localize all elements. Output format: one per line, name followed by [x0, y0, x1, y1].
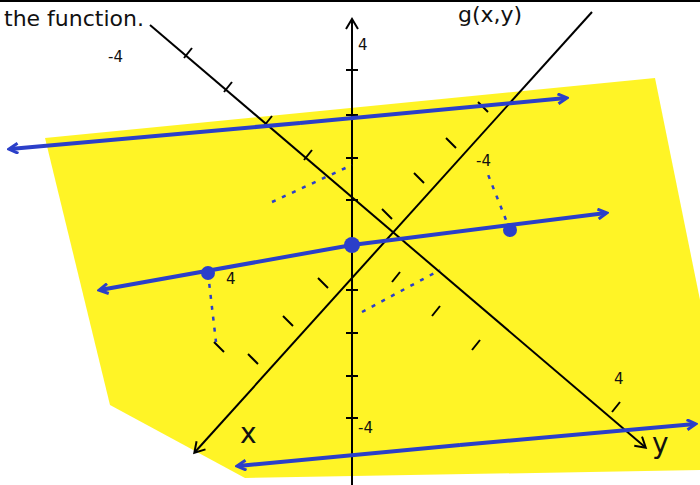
function-label: g(x,y): [458, 4, 522, 26]
axis-number: 4: [358, 38, 368, 53]
heading-text: the function.: [4, 8, 144, 30]
axis-number: 4: [614, 372, 624, 387]
axis-number: -4: [358, 421, 373, 436]
axis-number: -4: [108, 50, 123, 65]
top-rule: [0, 0, 700, 2]
axis-name: x: [240, 420, 257, 448]
axis-number: -4: [476, 154, 491, 169]
axis-name: y: [652, 430, 669, 458]
axis-number: 4: [226, 272, 236, 287]
